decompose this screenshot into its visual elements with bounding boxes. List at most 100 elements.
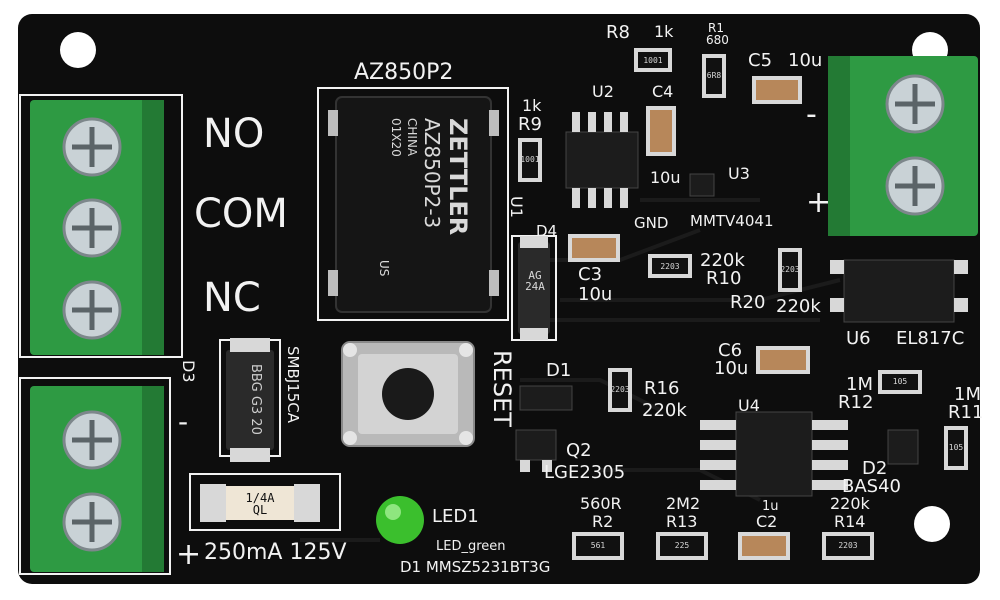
label-u1: U1 bbox=[507, 196, 526, 218]
ic-u4 bbox=[700, 411, 848, 497]
label-d2: D2 bbox=[862, 458, 888, 479]
resistor-r13 bbox=[656, 532, 708, 560]
label-r13: R13 bbox=[666, 512, 698, 531]
diode-d3-smbj15ca bbox=[219, 338, 281, 462]
label-c3-value: 10u bbox=[578, 284, 613, 305]
label-q2: Q2 bbox=[566, 440, 592, 461]
label-r11: R11 bbox=[948, 402, 984, 423]
mounting-hole-bottom-right bbox=[914, 506, 950, 542]
marking-r13: 225 bbox=[674, 541, 690, 550]
marking-r1: 6R8 bbox=[706, 71, 722, 80]
label-r20-value: 220k bbox=[776, 296, 821, 317]
capacitor-c4 bbox=[646, 106, 676, 156]
marking-r20: 2203 bbox=[780, 265, 800, 274]
relay-origin: CHINA bbox=[405, 118, 419, 157]
marking-r14: 2203 bbox=[838, 541, 858, 550]
label-r9: R9 bbox=[518, 114, 542, 135]
label-r13-value: 2M2 bbox=[666, 494, 701, 513]
label-mmtv4041: MMTV4041 bbox=[690, 212, 774, 230]
label-u6: U6 bbox=[846, 328, 871, 349]
label-lge2305: LGE2305 bbox=[544, 462, 626, 483]
screw-no[interactable] bbox=[62, 117, 122, 177]
diode-d2 bbox=[887, 429, 919, 465]
label-plus-left: + bbox=[176, 537, 202, 572]
resistor-r11 bbox=[944, 426, 968, 470]
terminal-block-relay bbox=[19, 94, 183, 358]
label-plus-right: + bbox=[806, 185, 832, 220]
relay-model: AZ850P2-3 bbox=[420, 118, 444, 229]
marking-r2: 561 bbox=[590, 541, 606, 550]
label-c5: C5 bbox=[748, 50, 773, 71]
resistor-r2 bbox=[572, 532, 624, 560]
marking-r9: 1001 bbox=[520, 155, 540, 164]
optocoupler-u6 bbox=[830, 259, 968, 323]
terminal-block-power bbox=[19, 377, 171, 575]
screw-input-plus[interactable] bbox=[885, 156, 945, 216]
screw-com[interactable] bbox=[62, 198, 122, 258]
label-r8: R8 bbox=[606, 22, 630, 43]
diode-d4 bbox=[511, 235, 557, 341]
mounting-hole-top-left bbox=[60, 32, 96, 68]
label-r2-value: 560R bbox=[580, 494, 622, 513]
relay-date-code: 01X20 bbox=[389, 118, 403, 157]
marking-r8: 1001 bbox=[643, 56, 663, 65]
resistor-r20 bbox=[778, 248, 802, 292]
label-r11-value: 1M bbox=[954, 384, 981, 405]
label-u3: U3 bbox=[728, 164, 750, 183]
label-r10: R10 bbox=[706, 268, 742, 289]
resistor-r10 bbox=[648, 254, 692, 278]
label-fuse-rating: 250mA 125V bbox=[204, 540, 347, 565]
marking-d4: AG 24A bbox=[525, 269, 545, 293]
label-r1: R1 bbox=[708, 21, 724, 35]
marking-r12: 105 bbox=[892, 377, 908, 386]
label-r12-value: 1M bbox=[846, 374, 873, 395]
screw-input-minus[interactable] bbox=[885, 74, 945, 134]
label-minus-left: - bbox=[178, 405, 189, 438]
label-led-green: LED_green bbox=[436, 539, 506, 554]
screw-power-plus[interactable] bbox=[62, 492, 122, 552]
relay-cert: US bbox=[377, 260, 391, 277]
label-r12: R12 bbox=[838, 392, 874, 413]
label-c4: C4 bbox=[652, 82, 674, 101]
led1-green bbox=[376, 496, 424, 544]
label-c3: C3 bbox=[578, 264, 603, 285]
capacitor-c2 bbox=[738, 532, 790, 560]
d3-marking: BBG G3 20 bbox=[248, 364, 263, 435]
label-smbj15ca: SMBJ15CA bbox=[284, 346, 302, 423]
pin-label-no: NO bbox=[203, 111, 265, 157]
resistor-r12 bbox=[878, 370, 922, 394]
label-c4-value: 10u bbox=[650, 168, 681, 187]
label-c6: C6 bbox=[718, 340, 743, 361]
screw-nc[interactable] bbox=[62, 280, 122, 340]
label-r2: R2 bbox=[592, 512, 614, 531]
resistor-r9 bbox=[518, 138, 542, 182]
screw-power-minus[interactable] bbox=[62, 410, 122, 470]
label-d3: D3 bbox=[179, 360, 198, 383]
capacitor-c5 bbox=[752, 76, 802, 104]
label-gnd: GND bbox=[634, 214, 669, 232]
label-r16: R16 bbox=[644, 378, 680, 399]
label-d4: D4 bbox=[536, 222, 558, 240]
terminal-block-input bbox=[828, 56, 978, 236]
resistor-r8 bbox=[634, 48, 672, 72]
label-el817c: EL817C bbox=[896, 328, 965, 349]
label-r8-value: 1k bbox=[654, 22, 674, 41]
ic-u2 bbox=[565, 112, 639, 208]
label-d1: D1 bbox=[546, 360, 572, 381]
label-r1-value: 680 bbox=[706, 33, 729, 47]
fuse bbox=[189, 473, 341, 531]
marking-r11: 105 bbox=[948, 443, 964, 452]
label-minus-right: - bbox=[806, 97, 817, 132]
resistor-r1 bbox=[702, 54, 726, 98]
reset-button[interactable] bbox=[341, 341, 475, 447]
label-r14-value: 220k bbox=[830, 494, 870, 513]
label-u4: U4 bbox=[738, 396, 760, 415]
marking-r16: 2203 bbox=[610, 385, 630, 394]
relay-silk-label: AZ850P2 bbox=[354, 60, 454, 85]
label-c2: C2 bbox=[756, 512, 778, 531]
resistor-r14 bbox=[822, 532, 874, 560]
capacitor-c6 bbox=[756, 346, 810, 374]
capacitor-c3 bbox=[568, 234, 620, 262]
label-r16-value: 220k bbox=[642, 400, 687, 421]
